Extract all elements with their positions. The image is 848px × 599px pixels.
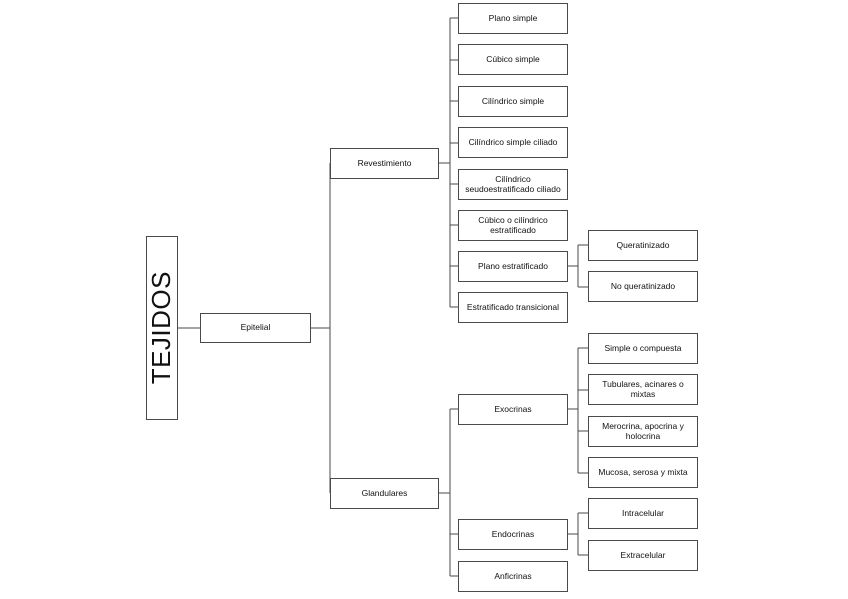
node-simple-o-compuesta[interactable]: Simple o compuesta	[588, 333, 698, 364]
node-estratificado-transicional[interactable]: Estratificado transicional	[458, 292, 568, 323]
node-label: Cilíndrico seudoestratificado ciliado	[465, 173, 561, 194]
node-label: Plano simple	[488, 12, 538, 23]
node-anficrinas[interactable]: Anficrinas	[458, 561, 568, 592]
node-label: Tubulares, acinares o mixtas	[602, 378, 684, 399]
node-cubico-o-cilindrico-estratificado[interactable]: Cúbico o cilíndrico estratificado	[458, 210, 568, 241]
node-label: Cilíndrico simple ciliado	[468, 136, 558, 147]
node-label: Exocrinas	[494, 403, 532, 414]
node-root-tejidos[interactable]: TEJIDOS	[146, 236, 178, 420]
node-label: Cilíndrico simple	[481, 95, 545, 106]
node-no-queratinizado[interactable]: No queratinizado	[588, 271, 698, 302]
node-label: TEJIDOS	[146, 271, 177, 385]
node-cilindrico-simple-ciliado[interactable]: Cilíndrico simple ciliado	[458, 127, 568, 158]
node-merocrina-apocrina-y-holocrina[interactable]: Merocrina, apocrina y holocrina	[588, 416, 698, 447]
node-label: Plano estratificado	[478, 260, 548, 271]
node-label: Simple o compuesta	[604, 342, 682, 353]
node-label: Endocrinas	[491, 528, 535, 539]
node-extracelular[interactable]: Extracelular	[588, 540, 698, 571]
node-label: Anficrinas	[494, 570, 532, 581]
node-label: Merocrina, apocrina y holocrina	[602, 420, 684, 441]
node-revestimiento[interactable]: Revestimiento	[330, 148, 439, 179]
node-cubico-simple[interactable]: Cúbico simple	[458, 44, 568, 75]
node-mucosa-serosa-y-mixta[interactable]: Mucosa, serosa y mixta	[588, 457, 698, 488]
node-label: Estratificado transicional	[466, 301, 560, 312]
node-label: Extracelular	[620, 549, 666, 560]
node-label: Cúbico o cilíndrico estratificado	[478, 214, 548, 235]
node-queratinizado[interactable]: Queratinizado	[588, 230, 698, 261]
node-label: Queratinizado	[616, 239, 670, 250]
node-epitelial[interactable]: Epitelial	[200, 313, 311, 343]
node-plano-simple[interactable]: Plano simple	[458, 3, 568, 34]
node-cilindrico-seudoestratificado-ciliado[interactable]: Cilíndrico seudoestratificado ciliado	[458, 169, 568, 200]
node-glandulares[interactable]: Glandulares	[330, 478, 439, 509]
node-exocrinas[interactable]: Exocrinas	[458, 394, 568, 425]
node-endocrinas[interactable]: Endocrinas	[458, 519, 568, 550]
node-label: Epitelial	[240, 322, 271, 333]
node-cilindrico-simple[interactable]: Cilíndrico simple	[458, 86, 568, 117]
node-label: Revestimiento	[357, 157, 412, 168]
node-label: Mucosa, serosa y mixta	[598, 466, 688, 477]
node-tubulares-acinares-o-mixtas[interactable]: Tubulares, acinares o mixtas	[588, 374, 698, 405]
node-plano-estratificado[interactable]: Plano estratificado	[458, 251, 568, 282]
node-label: Cúbico simple	[486, 53, 540, 64]
node-label: No queratinizado	[610, 280, 676, 291]
node-label: Intracelular	[621, 507, 665, 518]
node-label: Glandulares	[361, 487, 408, 498]
node-intracelular[interactable]: Intracelular	[588, 498, 698, 529]
